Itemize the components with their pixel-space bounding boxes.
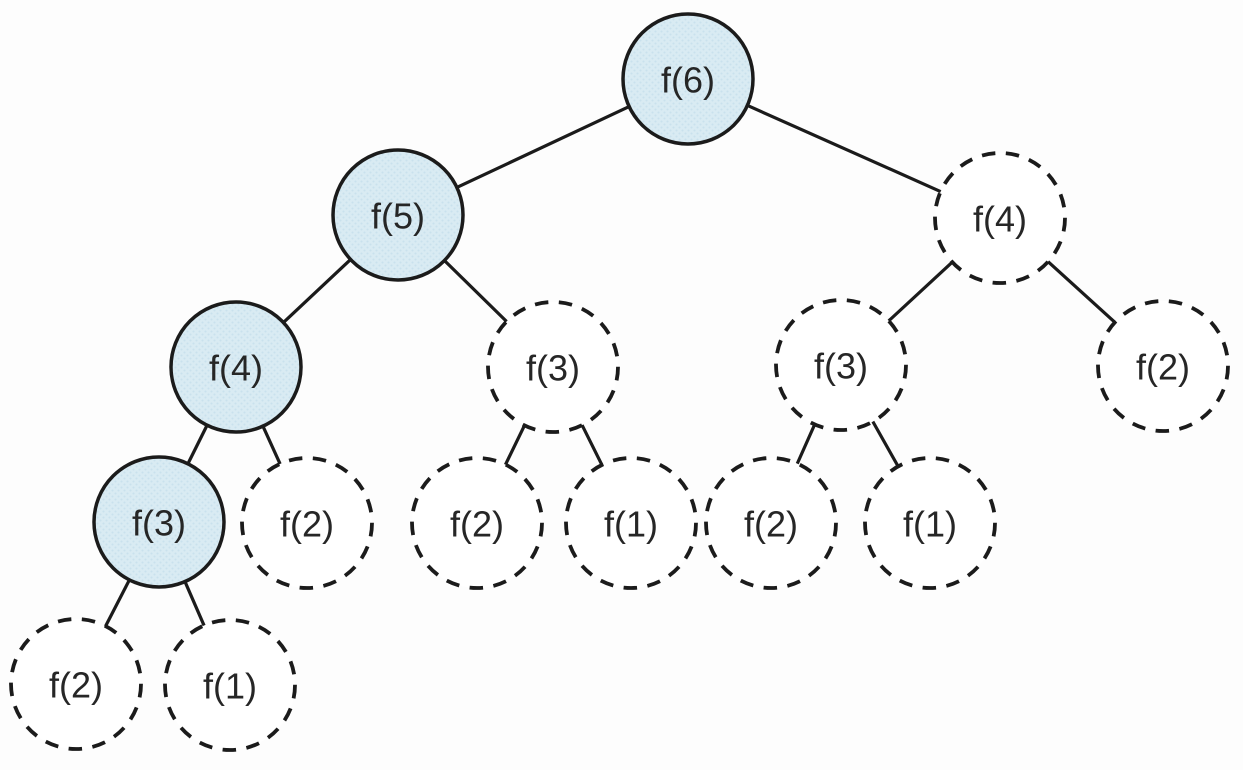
memoized-node-circle xyxy=(240,456,374,590)
memoized-node-circle xyxy=(704,456,838,590)
tree-edge-f6-f4r xyxy=(743,102,945,194)
computed-node-circle xyxy=(169,300,303,434)
tree-node-f3l: f(3) xyxy=(92,455,226,589)
tree-node-f3r: f(3) xyxy=(774,298,908,432)
tree-node-f2b: f(2) xyxy=(9,617,143,751)
memoized-node-circle xyxy=(564,456,698,590)
tree-edge-f4l-f2a xyxy=(260,422,283,468)
tree-edge-f4r-f3r xyxy=(885,259,956,324)
tree-node-label: f(6) xyxy=(661,60,715,101)
tree-edge-f4r-f2r xyxy=(1044,258,1119,326)
tree-node-f2r: f(2) xyxy=(1096,299,1230,433)
tree-node-label: f(5) xyxy=(371,196,425,237)
tree-node-label: f(1) xyxy=(604,504,658,545)
tree-edge-f5-f4l xyxy=(280,256,354,326)
tree-edge-f3l-f1a xyxy=(182,578,207,629)
tree-node-f1b: f(1) xyxy=(564,456,698,590)
tree-node-label: f(2) xyxy=(1136,347,1190,388)
memoized-node-circle xyxy=(163,618,297,752)
tree-node-f2d: f(2) xyxy=(704,456,838,590)
computed-node-circle xyxy=(92,455,226,589)
tree-edge-f3m-f1b xyxy=(579,421,605,469)
tree-node-f3m: f(3) xyxy=(486,300,620,434)
tree-node-label: f(1) xyxy=(203,666,257,707)
memoized-node-circle xyxy=(933,151,1067,285)
memoized-node-circle xyxy=(863,456,997,590)
tree-node-label: f(4) xyxy=(973,199,1027,240)
tree-node-f2a: f(2) xyxy=(240,456,374,590)
tree-edge-f5-f3m xyxy=(441,257,510,325)
tree-node-label: f(2) xyxy=(744,504,798,545)
computed-node-circle xyxy=(621,12,755,146)
tree-node-f6: f(6) xyxy=(621,12,755,146)
memoized-node-circle xyxy=(410,456,544,590)
memoized-node-circle xyxy=(1096,299,1230,433)
edges-layer xyxy=(103,102,1119,630)
nodes-layer: f(6) f(5) f(4) f(4) f(3) f(3) f(2) f(3) f(2) f(2)… xyxy=(9,12,1230,752)
tree-edge-f3r-f1c xyxy=(870,418,901,470)
tree-edge-f6-f5 xyxy=(453,104,633,190)
tree-edge-f4l-f3l xyxy=(185,421,210,468)
tree-node-f1c: f(1) xyxy=(863,456,997,590)
memoized-node-circle xyxy=(9,617,143,751)
tree-node-label: f(3) xyxy=(132,503,186,544)
tree-node-f4r: f(4) xyxy=(933,151,1067,285)
memoized-node-circle xyxy=(486,300,620,434)
tree-edge-f3l-f2b xyxy=(103,576,132,630)
tree-node-f2c: f(2) xyxy=(410,456,544,590)
tree-node-f5: f(5) xyxy=(331,148,465,282)
tree-node-label: f(2) xyxy=(450,504,504,545)
tree-edge-f3m-f2c xyxy=(503,422,528,468)
tree-node-f1a: f(1) xyxy=(163,618,297,752)
tree-node-label: f(2) xyxy=(280,504,334,545)
tree-node-label: f(4) xyxy=(209,348,263,389)
tree-node-label: f(2) xyxy=(49,665,103,706)
tree-edge-f3r-f2d xyxy=(794,421,818,467)
memoized-node-circle xyxy=(774,298,908,432)
tree-node-label: f(3) xyxy=(526,348,580,389)
tree-node-label: f(1) xyxy=(903,504,957,545)
tree-node-label: f(3) xyxy=(814,346,868,387)
computed-node-circle xyxy=(331,148,465,282)
tree-node-f4l: f(4) xyxy=(169,300,303,434)
